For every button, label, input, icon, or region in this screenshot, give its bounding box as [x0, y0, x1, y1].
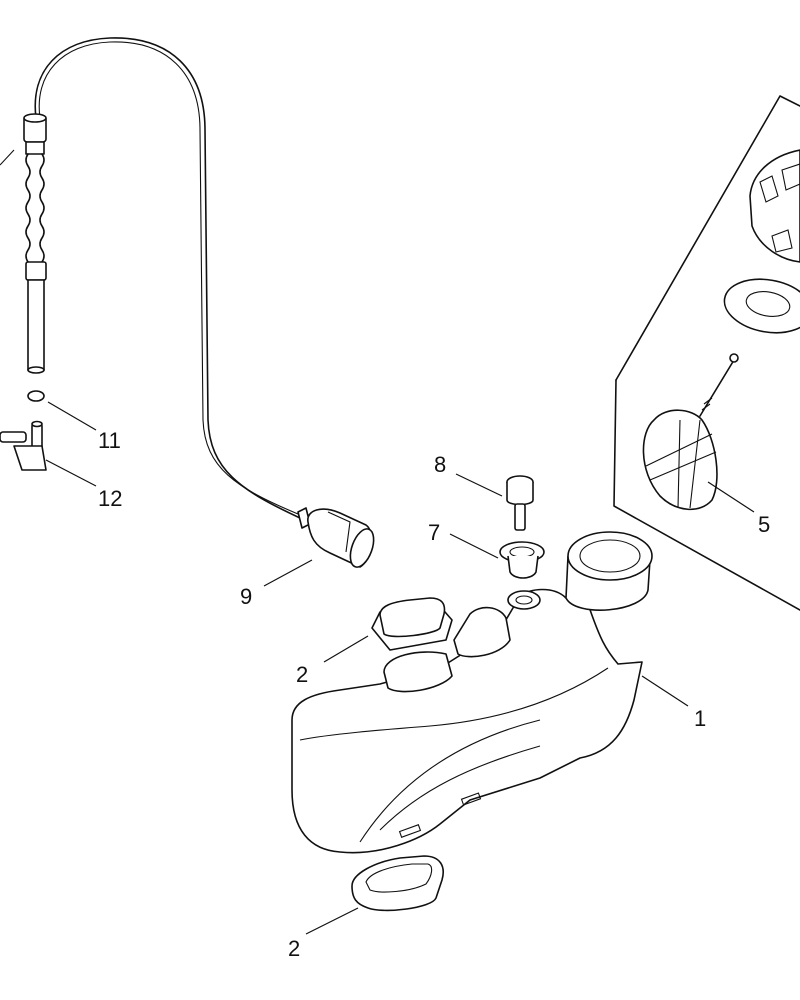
callout-9: 9: [240, 584, 252, 609]
tank-vent[interactable]: [506, 475, 534, 531]
callout-7: 7: [428, 520, 440, 545]
callout-2-upper: 2: [296, 662, 308, 687]
fuel-strainer[interactable]: [642, 353, 739, 511]
fuel-filter[interactable]: [297, 507, 378, 570]
vent-grommet[interactable]: [499, 541, 545, 579]
callout-1: 1: [694, 706, 706, 731]
callout-labels: 1 2 2 5 7 8 9 11 12: [98, 428, 770, 961]
fuel-cap[interactable]: [749, 149, 800, 263]
hose-fitting-assembly[interactable]: [0, 113, 47, 374]
mount-grommet-upper[interactable]: [371, 597, 453, 651]
elbow-fitting[interactable]: [0, 420, 47, 471]
leader-lines: [45, 401, 755, 935]
o-ring[interactable]: [27, 390, 45, 402]
callout-2-lower: 2: [288, 936, 300, 961]
inset-box: [613, 95, 800, 611]
fuel-line[interactable]: [34, 37, 301, 519]
fuel-tank[interactable]: [291, 531, 653, 854]
callout-11: 11: [98, 428, 121, 453]
callout-12: 12: [98, 486, 122, 511]
callout-8: 8: [434, 452, 446, 477]
callout-5: 5: [758, 512, 770, 537]
mount-grommet-lower[interactable]: [351, 855, 444, 912]
cap-gasket[interactable]: [720, 273, 800, 339]
